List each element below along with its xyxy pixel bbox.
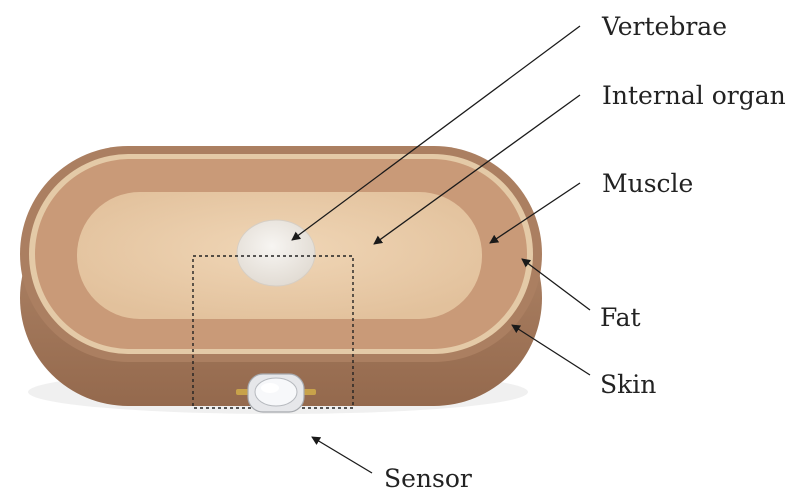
sensor-pin-right [302,389,316,395]
sensor-pin-left [236,389,250,395]
label-internal-organ: Internal organ [602,81,786,110]
label-fat: Fat [600,303,641,332]
arrow-skin [511,324,591,376]
sensor-highlight [261,383,279,393]
sensor-device [236,373,316,413]
arrow-muscle [489,182,581,244]
arrow-vertebrae [291,25,581,241]
arrow-fat [521,258,591,311]
label-vertebrae: Vertebrae [602,12,727,41]
arrow-internal-organ [373,94,581,245]
sensor-lens [254,377,298,407]
label-muscle: Muscle [602,169,694,198]
label-sensor: Sensor [384,464,472,493]
label-skin: Skin [600,370,657,399]
vertebrae-disk [236,219,316,287]
arrow-sensor [311,436,373,474]
